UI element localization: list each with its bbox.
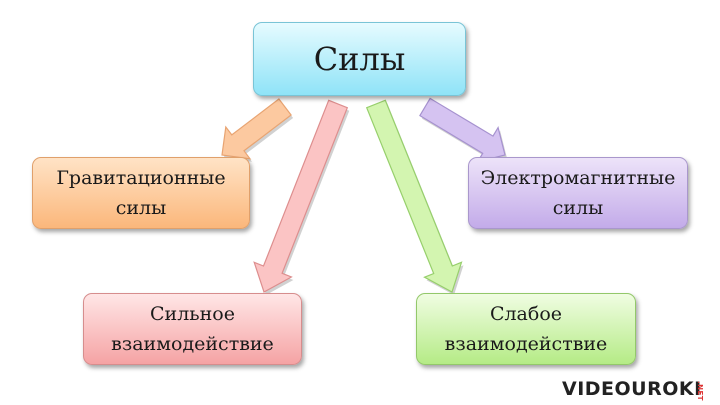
node-electromagnetic-forces: Электромагнитные силы: [468, 157, 688, 229]
logo-suffix-text: .NET: [695, 381, 704, 402]
node-gravitational-forces: Гравитационные силы: [32, 157, 250, 229]
arrow-to-electromagnetic: [419, 97, 506, 163]
node-weak-interaction: Слабое взаимодействие: [416, 293, 636, 365]
videouroki-logo: VIDEOUROKI .NET: [562, 378, 720, 402]
logo-brand-text: VIDEOUROKI: [562, 378, 702, 400]
arrow-to-strong: [253, 99, 349, 293]
node-forces: Силы: [253, 22, 466, 96]
arrow-to-gravitational: [221, 98, 292, 160]
arrow-to-weak: [365, 99, 463, 293]
node-strong-interaction: Сильное взаимодействие: [83, 293, 302, 365]
